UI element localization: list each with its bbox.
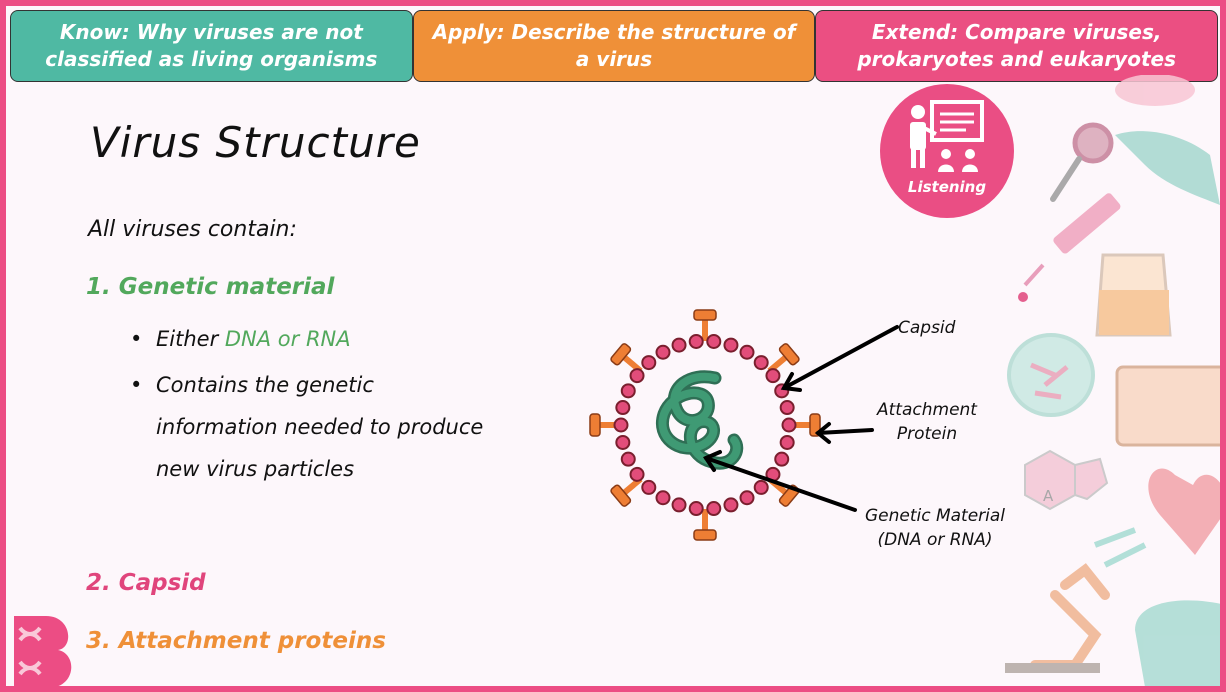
- capsid-subunit: [779, 400, 795, 416]
- notebook-icon: [1115, 365, 1226, 447]
- capsid-subunit: [655, 490, 671, 506]
- bullet-dot: •: [130, 327, 143, 351]
- attachment-protein: [809, 413, 821, 437]
- flask-bottom-icon: [1135, 600, 1226, 687]
- capsid-subunit: [706, 333, 722, 349]
- genetic-arrow: [704, 456, 857, 512]
- capsid-subunit: [629, 466, 645, 482]
- learning-objectives: Know: Why viruses are not classified as …: [10, 10, 1219, 82]
- capsid-arrow: [782, 325, 899, 390]
- capsid-subunit: [753, 479, 769, 495]
- magnifier-handle: [1050, 156, 1082, 202]
- capsid-subunit: [739, 344, 755, 360]
- capsid-subunit: [753, 355, 769, 371]
- bullet-highlight: DNA or RNA: [224, 327, 351, 351]
- capsid-subunit: [655, 344, 671, 360]
- science-illustrations: A: [1005, 75, 1226, 687]
- listening-label: Listening: [907, 178, 987, 196]
- bullet-prefix: Either: [156, 327, 225, 351]
- microscope-base: [1005, 663, 1100, 673]
- heading-capsid: 2. Capsid: [86, 570, 206, 596]
- attachment-protein: [610, 343, 632, 366]
- heart-icon: [1148, 468, 1226, 555]
- objective-extend: Extend: Compare viruses, prokaryotes and…: [815, 10, 1219, 82]
- bullet-dot: •: [130, 373, 143, 397]
- capsid-subunit: [671, 337, 687, 353]
- objective-know: Know: Why viruses are not classified as …: [10, 10, 413, 82]
- capsid-subunit: [781, 417, 797, 433]
- attachment-protein: [693, 529, 717, 541]
- bullet-line-1: Contains the genetic: [156, 373, 374, 397]
- genome-strand-highlight: [658, 372, 741, 468]
- attachment-arrow-head: [814, 422, 831, 444]
- dna-fragment-icon: [1093, 527, 1147, 568]
- glove-icon: [1115, 131, 1220, 205]
- capsid-subunit: [641, 479, 657, 495]
- heading-genetic-material: 1. Genetic material: [86, 274, 335, 300]
- syringe-icon: [1053, 193, 1121, 254]
- capsid-subunit: [688, 333, 704, 349]
- bullet-line-3: new virus particles: [156, 457, 355, 481]
- label-attachment-line2: Protein: [896, 424, 958, 444]
- capsid-subunit: [706, 501, 722, 517]
- intro-text: All viruses contain:: [88, 217, 297, 242]
- capsid-subunit: [779, 434, 795, 450]
- syringe-needle: [1023, 263, 1045, 287]
- capsid-subunit: [671, 497, 687, 513]
- capsid-subunit: [723, 337, 739, 353]
- heading-attachment-proteins: 3. Attachment proteins: [86, 628, 386, 654]
- attachment-protein: [610, 484, 632, 507]
- atom-letter: A: [1043, 487, 1054, 505]
- attachment-protein: [778, 343, 800, 366]
- label-attachment-line1: Attachment: [877, 400, 977, 420]
- microscope-icon: [1030, 563, 1110, 670]
- attachment-protein: [589, 413, 601, 437]
- magnifier-icon: [1072, 122, 1114, 164]
- capsid-subunit: [765, 368, 781, 384]
- label-genetic-line2: (DNA or RNA): [877, 530, 993, 550]
- slide-title: Virus Structure: [90, 118, 421, 167]
- attachment-protein: [693, 309, 717, 321]
- capsid-subunit: [613, 417, 629, 433]
- capsid-subunit: [774, 451, 790, 467]
- capsid-subunit: [629, 368, 645, 384]
- adenine-molecule-icon: A: [1024, 449, 1109, 511]
- capsid-subunit: [739, 490, 755, 506]
- capsid-subunit: [620, 451, 636, 467]
- label-attachment-protein: Attachment Protein: [864, 398, 990, 446]
- label-genetic-material: Genetic Material (DNA or RNA): [852, 504, 1018, 552]
- listening-badge: Listening: [880, 84, 1014, 218]
- capsid-subunit: [615, 434, 631, 450]
- capsid-arrow-head: [780, 372, 802, 392]
- bullet-line-2: information needed to produce: [156, 415, 484, 439]
- attachment-arrow: [816, 428, 874, 435]
- label-genetic-line1: Genetic Material: [864, 506, 1006, 526]
- capsid-subunit: [688, 501, 704, 517]
- chromosomes-icon: [1030, 362, 1069, 400]
- genetic-arrow-head: [703, 450, 722, 472]
- petri-dish-icon: [1115, 75, 1195, 106]
- objective-apply: Apply: Describe the structure of a virus: [412, 10, 816, 82]
- capsid-subunit: [723, 497, 739, 513]
- beaker-liquid: [1099, 290, 1169, 335]
- teacher-presentation-icon: [910, 100, 984, 172]
- capsid-subunit: [620, 383, 636, 399]
- droplet-icon: [1018, 292, 1028, 302]
- capsid-subunit: [641, 355, 657, 371]
- label-capsid: Capsid: [898, 318, 956, 338]
- capsid-subunit: [615, 400, 631, 416]
- brand-logo: [14, 616, 72, 688]
